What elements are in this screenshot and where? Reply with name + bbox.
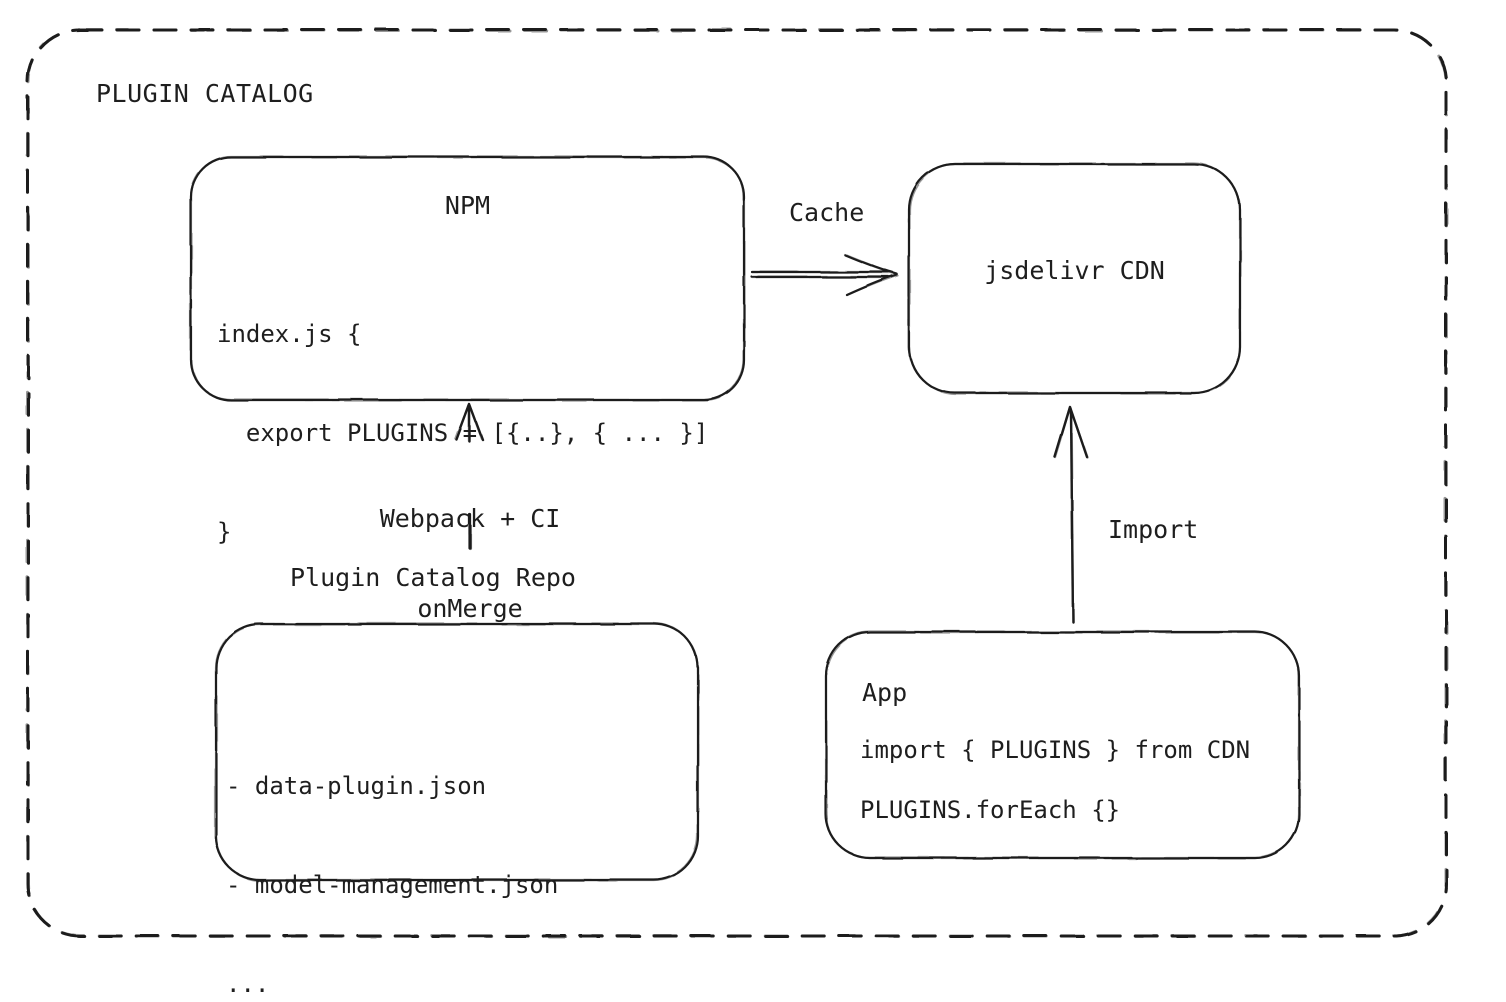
repo-file-item: - data-plugin.json xyxy=(226,772,487,800)
npm-code-block: index.js { export PLUGINS = [{..}, { ...… xyxy=(217,252,708,615)
cache-edge-label: Cache xyxy=(789,198,865,227)
app-node-title: App xyxy=(862,678,908,707)
build-edge-label: Webpack + CI onMerge xyxy=(330,444,610,684)
repo-file-item: ... xyxy=(226,970,270,998)
npm-code-line: export PLUGINS = [{..}, { ... }] xyxy=(217,419,709,447)
diagram-title: PLUGIN CATALOG xyxy=(96,79,314,108)
repo-file-item: - model-management.json xyxy=(226,871,559,899)
npm-code-line: index.js { xyxy=(217,320,362,348)
app-code-line: PLUGINS.forEach {} xyxy=(860,796,1121,824)
npm-code-line: } xyxy=(217,518,232,546)
build-edge-label-line1: Webpack + CI xyxy=(379,504,561,533)
import-edge-label: Import xyxy=(1108,515,1199,544)
repo-node-label: Plugin Catalog Repo xyxy=(290,563,576,592)
cdn-node-title: jsdelivr CDN xyxy=(984,256,1165,285)
app-code-line: import { PLUGINS } from CDN xyxy=(860,736,1251,764)
build-edge-label-line2: onMerge xyxy=(417,594,523,623)
npm-node-title: NPM xyxy=(444,191,491,220)
repo-file-list: - data-plugin.json - model-management.js… xyxy=(226,704,558,1002)
